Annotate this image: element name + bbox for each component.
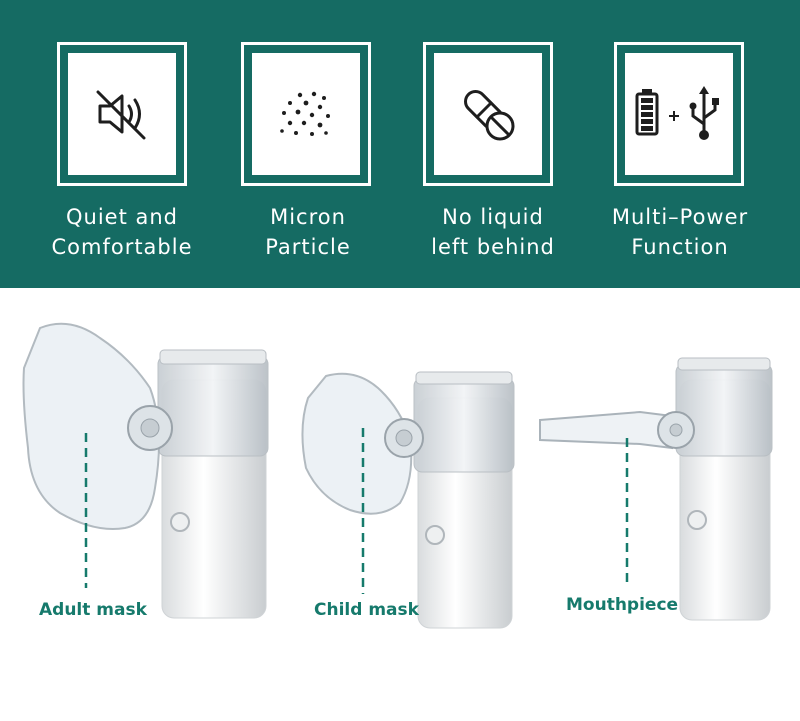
feature-no-liquid: No liquid left behind bbox=[423, 42, 554, 259]
callout-child-mask: Child mask bbox=[314, 600, 419, 620]
feature-icon-frame bbox=[614, 42, 744, 186]
features-banner: Quiet and Comfortable Micron Part bbox=[0, 0, 800, 288]
feature-label-line: Multi–Power bbox=[611, 205, 749, 229]
feature-label-line: Function bbox=[631, 235, 729, 259]
feature-label: Quiet and Comfortable bbox=[22, 202, 222, 262]
feature-micron: Micron Particle bbox=[241, 42, 371, 259]
child-mask-nebulizer bbox=[301, 371, 515, 629]
feature-icon-frame bbox=[57, 42, 187, 186]
feature-label-line: Comfortable bbox=[51, 235, 193, 259]
feature-icon-frame bbox=[423, 42, 553, 186]
feature-icon-frame bbox=[241, 42, 371, 186]
feature-label-line: Micron bbox=[270, 205, 346, 229]
adult-mask-nebulizer bbox=[22, 322, 269, 619]
mouthpiece-nebulizer bbox=[539, 357, 773, 621]
feature-label: Multi–Power Function bbox=[580, 202, 780, 262]
nebulizer-illustration bbox=[22, 322, 773, 629]
feature-label: No liquid left behind bbox=[393, 202, 593, 262]
feature-multi-power: Multi–Power Function bbox=[612, 42, 747, 259]
feature-label: Micron Particle bbox=[208, 202, 408, 262]
accessories-section: Adult mask Child mask Mouthpiece bbox=[0, 288, 800, 721]
feature-label-line: No liquid bbox=[442, 205, 544, 229]
feature-label-line: left behind bbox=[431, 235, 555, 259]
pills-icon bbox=[464, 90, 515, 141]
callout-mouthpiece: Mouthpiece bbox=[566, 595, 679, 615]
feature-label-line: Particle bbox=[265, 235, 351, 259]
feature-label-line: Quiet and bbox=[65, 205, 178, 229]
battery-usb-icon bbox=[635, 86, 719, 140]
speaker-muted-icon bbox=[96, 90, 146, 140]
particles-icon bbox=[280, 91, 330, 136]
callout-adult-mask: Adult mask bbox=[39, 600, 147, 620]
feature-quiet: Quiet and Comfortable bbox=[51, 42, 192, 259]
